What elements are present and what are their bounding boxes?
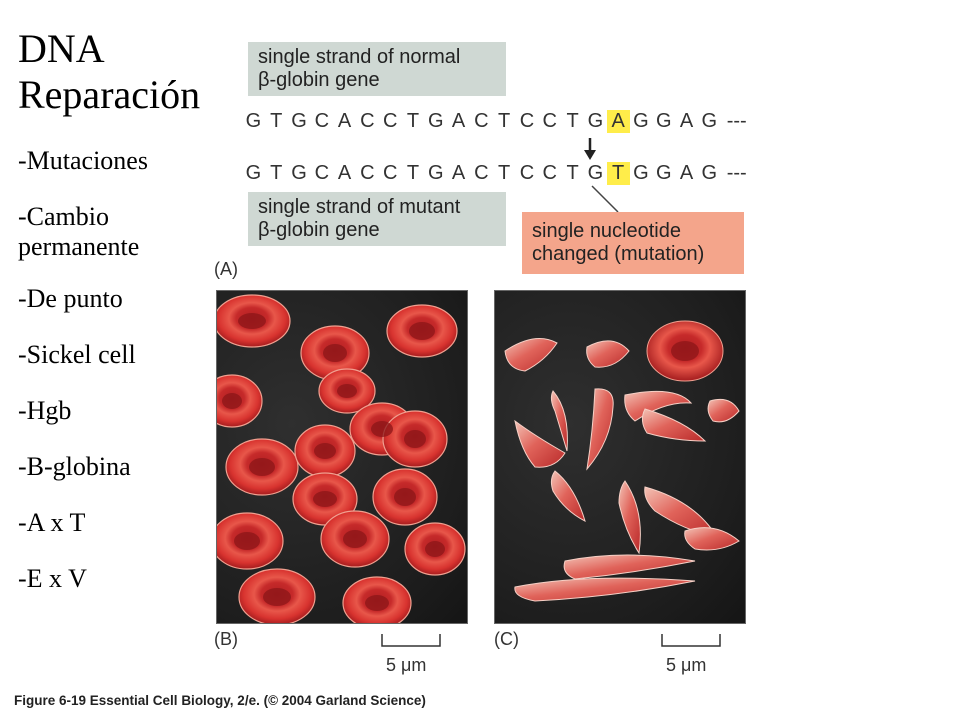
nucleotide: T [406, 162, 420, 184]
nucleotide: C [314, 162, 330, 184]
title-line-1: DNA [18, 26, 105, 71]
nucleotide: G [427, 162, 444, 184]
nucleotide: G [587, 162, 604, 184]
mutation-box-line-1: single nucleotide [532, 220, 681, 242]
label-b: (B) [214, 629, 238, 649]
slide-title: DNA Reparación [18, 26, 200, 118]
nucleotide: A [451, 110, 466, 132]
nucleotide: A [451, 162, 466, 184]
normal-box-line-2: β-globin gene [258, 69, 380, 91]
sequence-trailer: --- [726, 110, 747, 132]
nucleotide: T [566, 110, 579, 132]
nucleotide: G [291, 162, 307, 184]
nucleotide: C [360, 162, 375, 184]
nucleotide: T [498, 110, 511, 132]
mutant-gene-box: single strand of mutant β-globin gene [248, 192, 506, 246]
sequence-trailer: --- [726, 162, 747, 184]
nucleotide: C [519, 162, 535, 184]
nucleotide: A [337, 110, 352, 132]
nucleotide: G [587, 110, 604, 132]
nucleotide: C [474, 110, 489, 132]
nucleotide: G [655, 162, 672, 184]
nucleotide: C [360, 110, 375, 132]
nucleotide: C [314, 110, 330, 132]
bullet-list: -Mutaciones -Cambio permanente -De punto… [18, 146, 218, 620]
bullet-item: -Mutaciones [18, 146, 148, 175]
nucleotide: C [474, 162, 489, 184]
nucleotide: G [427, 110, 444, 132]
normal-rbc-micrograph [216, 290, 468, 624]
figure-caption: Figure 6-19 Essential Cell Biology, 2/e.… [14, 693, 426, 708]
bullet-item: -E x V [18, 564, 87, 593]
scale-bar-b [381, 634, 441, 647]
normal-gene-box: single strand of normal β-globin gene [248, 42, 506, 96]
nucleotide: T [270, 162, 283, 184]
bullet-item: -B-globina [18, 452, 131, 481]
mutation-box: single nucleotide changed (mutation) [522, 212, 744, 274]
nucleotide: A [337, 162, 352, 184]
title-line-2: Reparación [18, 72, 201, 117]
bullet-item: -Sickel cell [18, 340, 136, 369]
sickle-rbc-micrograph [494, 290, 746, 624]
bullet-item: -Hgb [18, 396, 72, 425]
bullet-item: -Cambio permanente [18, 202, 140, 261]
label-a: (A) [214, 259, 238, 279]
nucleotide: C [542, 110, 557, 132]
bullet-item: -De punto [18, 284, 123, 313]
nucleotide: T [606, 162, 630, 185]
scale-label-b: 5 μm [386, 655, 427, 675]
pointer-line [591, 185, 619, 213]
nucleotide: G [701, 110, 718, 132]
nucleotide: G [655, 110, 672, 132]
nucleotide: G [701, 162, 718, 184]
mutation-box-line-2: changed (mutation) [532, 243, 705, 265]
scale-bar-c [661, 634, 721, 647]
bullet-item: -A x T [18, 508, 86, 537]
nucleotide: C [382, 162, 398, 184]
down-arrow-icon [584, 138, 596, 160]
label-c: (C) [494, 629, 519, 649]
nucleotide: A [679, 162, 694, 184]
nucleotide: G [291, 110, 307, 132]
nucleotide: A [606, 110, 630, 133]
nucleotide: G [245, 162, 262, 184]
nucleotide: C [542, 162, 557, 184]
nucleotide: C [519, 110, 535, 132]
normal-box-line-1: single strand of normal [258, 46, 461, 68]
nucleotide: T [406, 110, 420, 132]
nucleotide: T [498, 162, 511, 184]
mutant-box-line-1: single strand of mutant [258, 196, 461, 218]
scale-label-c: 5 μm [666, 655, 707, 675]
nucleotide: C [382, 110, 398, 132]
mutant-box-line-2: β-globin gene [258, 219, 380, 241]
nucleotide: T [566, 162, 579, 184]
nucleotide: T [270, 110, 283, 132]
nucleotide: G [245, 110, 262, 132]
nucleotide: G [633, 162, 649, 184]
nucleotide: A [679, 110, 694, 132]
nucleotide: G [633, 110, 649, 132]
